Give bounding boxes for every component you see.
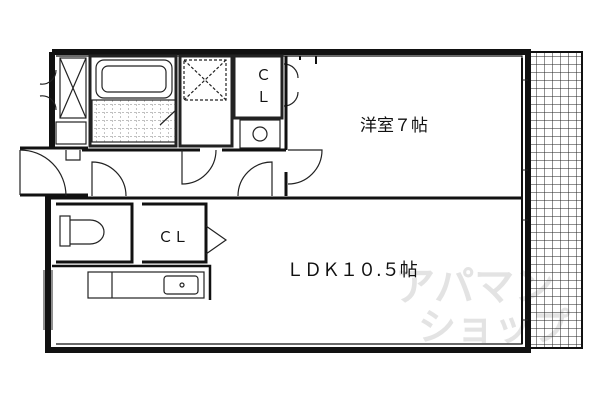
hall-doors bbox=[91, 149, 323, 197]
door-swing-icon bbox=[91, 161, 127, 197]
door-swing-icon bbox=[237, 161, 273, 197]
outer-walls bbox=[20, 49, 531, 353]
ldk-label: ＬＤＫ１０.５帖 bbox=[286, 260, 418, 281]
closet-lower: ＣＬ bbox=[158, 225, 228, 255]
windows bbox=[43, 79, 528, 330]
closet-upper-label-c: Ｃ bbox=[256, 66, 271, 84]
door-swing-icon bbox=[181, 149, 217, 185]
entrance-walls bbox=[20, 146, 88, 197]
kitchen bbox=[87, 271, 205, 299]
ldk-walls bbox=[48, 196, 522, 300]
toilet-icon bbox=[70, 219, 105, 245]
bathroom-floor bbox=[91, 99, 177, 143]
closet-upper: Ｃ Ｌ bbox=[232, 54, 299, 149]
washing-machine-icon bbox=[183, 59, 227, 101]
western-room-walls bbox=[82, 56, 317, 196]
toilet-room bbox=[59, 215, 105, 247]
washroom bbox=[178, 54, 234, 148]
balcony-grid-icon bbox=[529, 51, 583, 349]
sink-icon bbox=[163, 275, 199, 295]
closet-upper-label-l: Ｌ bbox=[256, 88, 271, 106]
sink-icon bbox=[252, 126, 268, 142]
entrance-door bbox=[19, 149, 67, 197]
closet-lower-label: ＣＬ bbox=[158, 228, 188, 246]
shoe-closet bbox=[39, 57, 87, 161]
door-swing-icon bbox=[205, 225, 228, 255]
window-left bbox=[43, 270, 53, 330]
door-swing-icon bbox=[39, 69, 57, 111]
sliding-door-icon bbox=[159, 109, 177, 140]
bathroom bbox=[88, 54, 178, 148]
bathtub-icon bbox=[95, 59, 173, 99]
door-swing-icon bbox=[287, 149, 323, 185]
exterior-wall bbox=[45, 49, 531, 353]
western-room-label: 洋室７帖 bbox=[360, 116, 428, 136]
balcony bbox=[529, 51, 583, 349]
kitchen-counter bbox=[87, 271, 205, 299]
